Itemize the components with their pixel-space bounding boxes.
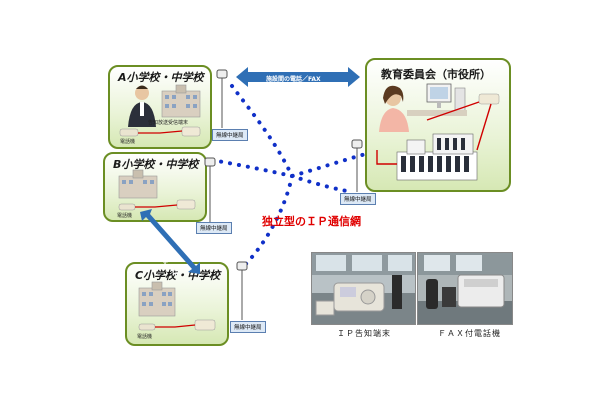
site-a-illustration <box>119 84 201 137</box>
site-c: C小学校・中学校 電話機 <box>125 262 229 346</box>
site-c-illustration <box>138 281 216 331</box>
fax-phone-image <box>418 253 512 324</box>
site-board-title: 教育委員会（市役所） <box>381 68 491 81</box>
site-a-title: A小学校・中学校 <box>118 71 204 84</box>
site-board: 教育委員会（市役所） <box>365 58 511 192</box>
relay-label-b: 無線中継局 <box>196 222 232 234</box>
site-a-device-note: 告知放送受信端末 <box>148 120 189 126</box>
caption-ip-terminal: ＩＰ告知端末 <box>337 329 391 338</box>
site-a-phone-label: 電話機 <box>120 139 136 145</box>
relay-label-c: 無線中継局 <box>230 321 266 333</box>
site-b-illustration <box>118 169 196 211</box>
arrow-label-horizontal: 施設間の電話／FAX <box>266 76 321 83</box>
relay-label-board: 無線中継局 <box>340 193 376 205</box>
link-b <box>210 158 294 178</box>
photo-ip-terminal <box>311 252 416 325</box>
ip-terminal-image <box>312 253 415 324</box>
link-a <box>230 84 294 178</box>
arrow-vertical <box>140 209 200 274</box>
caption-fax-phone: ＦＡＸ付電話機 <box>438 329 501 338</box>
site-a: A小学校・中学校 告知放送受信端末 電話機 <box>108 65 212 149</box>
site-b: B小学校・中学校 電話機 <box>103 152 207 222</box>
site-b-phone-label: 電話機 <box>117 213 133 219</box>
relay-label-a: 無線中継局 <box>212 129 248 141</box>
network-label: 独立型のＩＰ通信網 <box>262 215 361 228</box>
photo-fax-phone <box>417 252 513 325</box>
arrow-horizontal <box>236 67 360 87</box>
site-board-illustration <box>376 83 500 181</box>
site-c-phone-label: 電話機 <box>137 334 153 340</box>
link-c <box>240 174 294 270</box>
site-b-title: B小学校・中学校 <box>113 158 199 171</box>
